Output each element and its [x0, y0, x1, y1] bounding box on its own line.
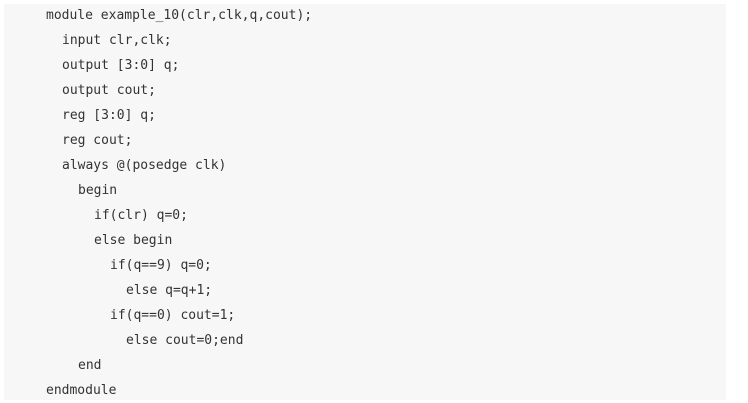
code-line-3: output [3:0] q; [62, 58, 180, 73]
code-line-5: reg [3:0] q; [62, 108, 156, 123]
code-line-8: begin [78, 183, 118, 198]
code-line-14: else cout=0;end [126, 333, 244, 348]
code-line-1: module example_10(clr,clk,q,cout); [46, 8, 313, 23]
code-line-10: else begin [94, 233, 173, 248]
code-line-7: always @(posedge clk) [62, 158, 227, 173]
code-line-9: if(clr) q=0; [94, 208, 188, 223]
code-line-2: input clr,clk; [62, 33, 172, 48]
code-block: module example_10(clr,clk,q,cout); input… [4, 4, 726, 400]
code-line-6: reg cout; [62, 133, 133, 148]
code-line-4: output cout; [62, 83, 156, 98]
code-line-12: else q=q+1; [126, 283, 213, 298]
code-line-15: end [78, 358, 102, 373]
code-line-16: endmodule [46, 383, 117, 398]
code-line-13: if(q==0) cout=1; [110, 308, 236, 323]
code-line-11: if(q==9) q=0; [110, 258, 212, 273]
